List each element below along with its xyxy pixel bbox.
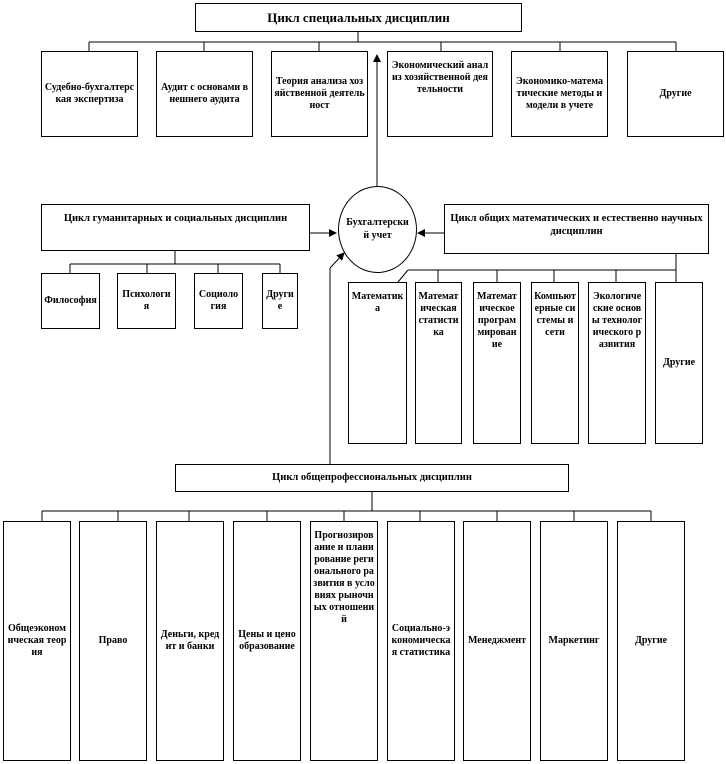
humanitarian-cycle-title: Цикл гуманитарных и социальных дисциплин — [41, 204, 310, 251]
professional-cycle-title: Цикл общепрофессиональных дисциплин — [175, 464, 569, 492]
math-item-mathematics: Математика — [348, 282, 407, 444]
professional-item-pricing: Цены и ценообразование — [233, 521, 301, 761]
math-item-math-statistics: Математическая статистика — [415, 282, 462, 444]
math-cycle-title: Цикл общих математических и естественно … — [444, 204, 709, 254]
professional-item-law: Право — [79, 521, 147, 761]
professional-item-marketing: Маркетинг — [540, 521, 608, 761]
professional-item-regional-forecasting: Прогнозирование и планирование региональ… — [310, 521, 378, 761]
humanitarian-item-other: Другие — [262, 273, 298, 329]
special-cycle-title: Цикл специальных дисциплин — [195, 3, 522, 32]
professional-item-social-economic-statistics: Социально-экономическая статистика — [387, 521, 455, 761]
humanitarian-item-philosophy: Философия — [41, 273, 100, 329]
math-item-ecology-basics: Экологические основы технологического ра… — [588, 282, 646, 444]
professional-item-economic-theory: Общеэкономическая теория — [3, 521, 71, 761]
professional-item-other: Другие — [617, 521, 685, 761]
special-item-audit: Аудит с основами внешнего аудита — [156, 51, 253, 137]
math-item-math-programming: Математическое программирование — [473, 282, 521, 444]
math-item-computer-systems: Компьютерные системы и сети — [531, 282, 579, 444]
special-item-other: Другие — [627, 51, 724, 137]
special-item-economic-analysis: Экономический анализ хозяйственной деяте… — [387, 51, 493, 137]
professional-item-management: Менеджмент — [463, 521, 531, 761]
math-item-other: Другие — [655, 282, 703, 444]
accounting-center-node: Бухгалтерский учет — [338, 186, 417, 273]
professional-item-money-credit-banks: Деньги, кредит и банки — [156, 521, 224, 761]
special-item-econ-math-methods: Экономико-математические методы и модели… — [511, 51, 608, 137]
humanitarian-item-psychology: Психология — [117, 273, 176, 329]
special-item-forensic-accounting: Судебно-бухгалтерская экспертиза — [41, 51, 138, 137]
humanitarian-item-sociology: Социология — [194, 273, 243, 329]
special-item-analysis-theory: Теория анализа хозяйственной деятельност — [271, 51, 368, 137]
